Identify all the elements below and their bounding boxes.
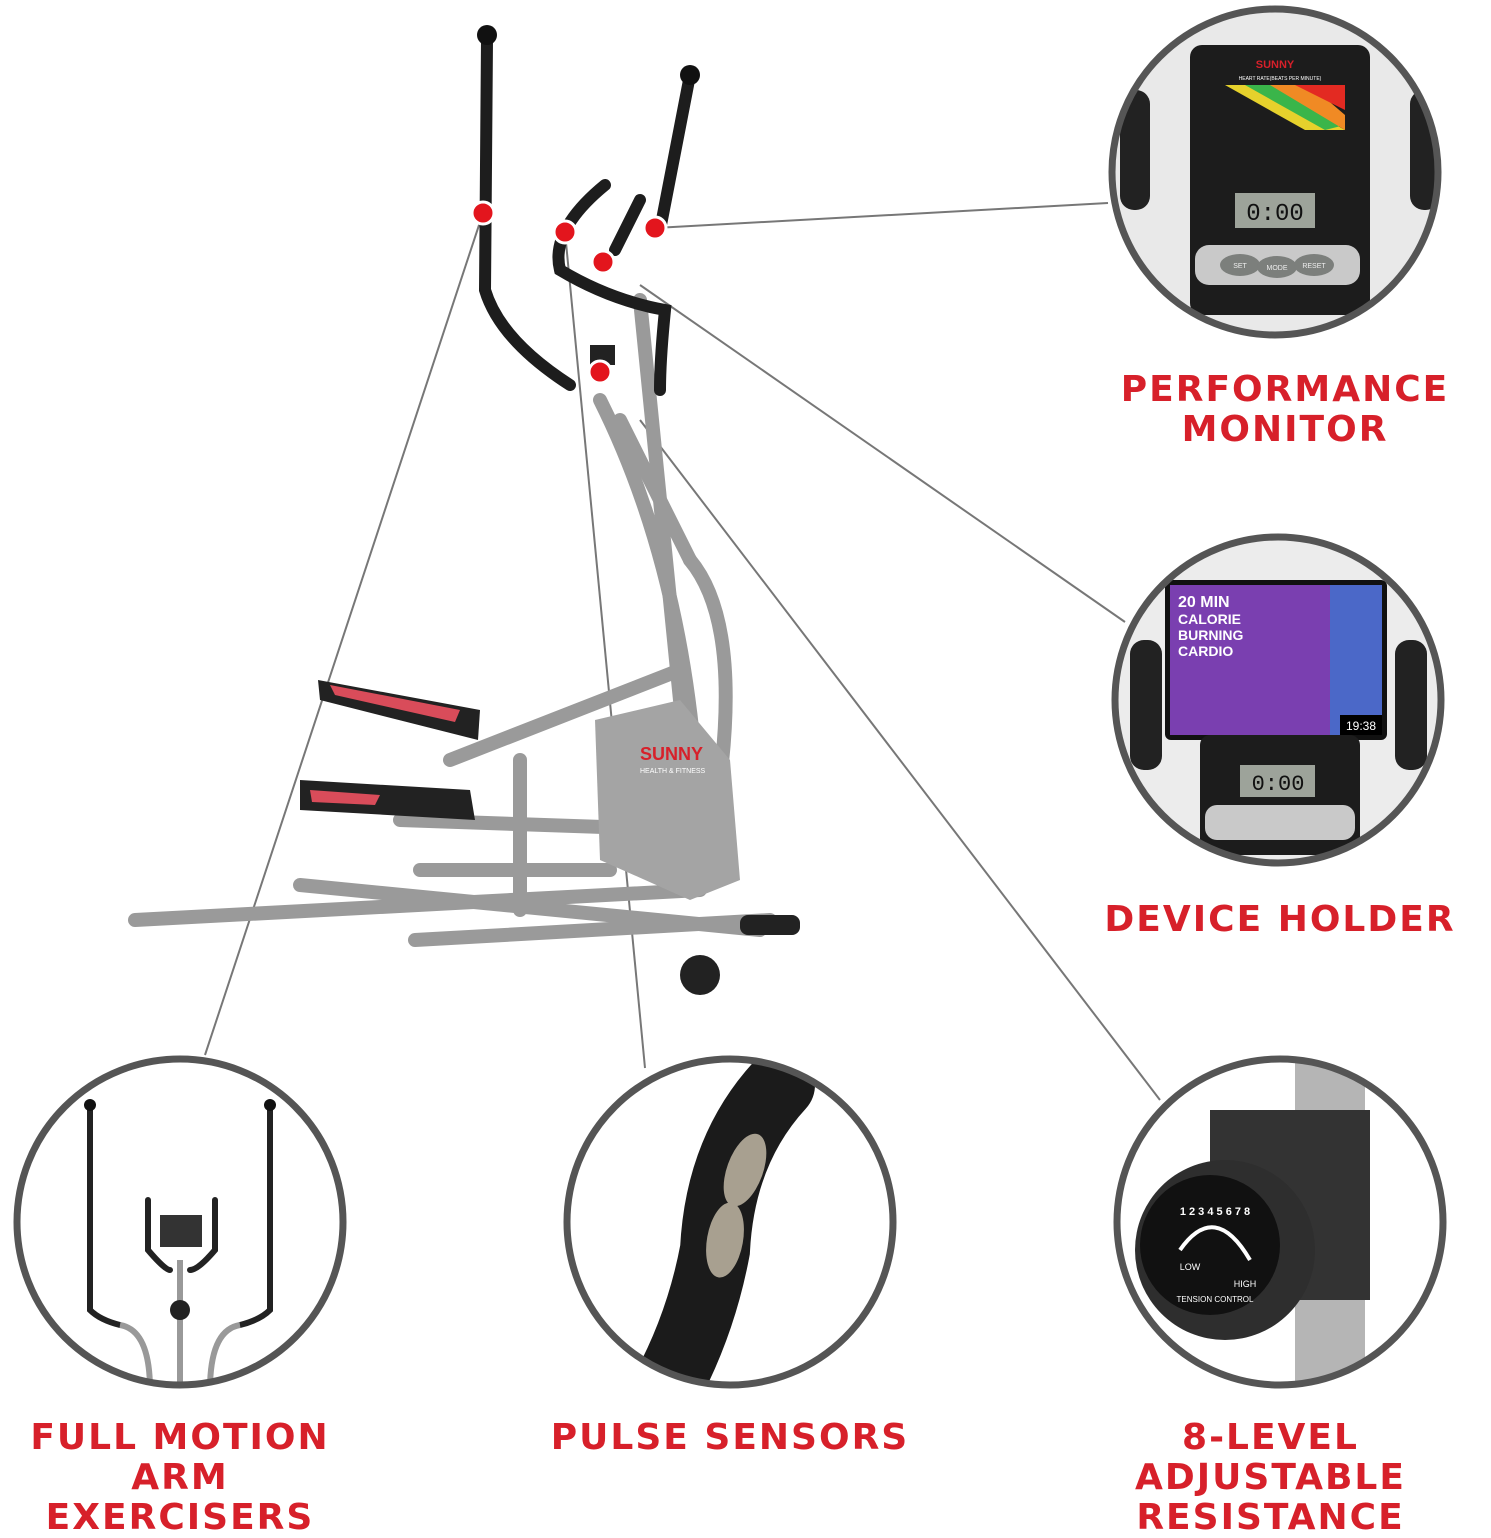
hotspots: [470, 200, 668, 385]
video-title-1: 20 MIN: [1178, 594, 1230, 611]
mode-button[interactable]: MODE: [1267, 265, 1288, 272]
device-holder-closeup: 20 MIN CALORIE BURNING CARDIO 19:38 0:00: [1111, 533, 1445, 867]
product-illustration: SUNNY HEALTH & FITNESS: [13, 5, 1447, 1389]
arm-exercisers-closeup: [13, 1055, 347, 1389]
label-line: DEVICE HOLDER: [1104, 899, 1456, 940]
brand-logo: SUNNY: [640, 744, 703, 764]
monitor-display: 0:00: [1246, 201, 1304, 228]
feature-label-arm-exercisers: FULL MOTION ARM EXERCISERS: [0, 1418, 360, 1538]
feature-label-resistance: 8-LEVEL ADJUSTABLE RESISTANCE: [1050, 1418, 1491, 1538]
elliptical-machine: SUNNY HEALTH & FITNESS: [128, 25, 800, 995]
hr-chart-title: HEART RATE(BEATS PER MINUTE): [1239, 76, 1322, 82]
holder-monitor-display: 0:00: [1252, 772, 1305, 797]
label-line: RESISTANCE: [1136, 1497, 1405, 1538]
hotspot-device[interactable]: [590, 249, 616, 275]
video-title-2: CALORIE: [1178, 611, 1241, 627]
pulse-sensors-closeup: [563, 1055, 897, 1389]
video-title-3: BURNING: [1178, 627, 1243, 643]
monitor-logo: SUNNY: [1256, 59, 1295, 71]
resistance-knob-closeup: 1 2 3 4 5 6 7 8 LOW HIGH TENSION CONTROL: [1113, 1055, 1447, 1389]
label-line: PULSE SENSORS: [550, 1417, 910, 1458]
knob-high: HIGH: [1234, 1279, 1257, 1289]
knob-low: LOW: [1180, 1262, 1201, 1272]
video-title-4: CARDIO: [1178, 643, 1233, 659]
knob-arrow-icon: [1178, 1225, 1252, 1262]
knob-caption: TENSION CONTROL: [1177, 1295, 1254, 1304]
feature-label-performance-monitor: PERFORMANCE MONITOR: [1100, 370, 1470, 450]
reset-button[interactable]: RESET: [1302, 263, 1326, 270]
set-button[interactable]: SET: [1233, 263, 1247, 270]
hotspot-arm[interactable]: [470, 200, 496, 226]
hotspot-resistance[interactable]: [587, 359, 613, 385]
label-line: ARM EXERCISERS: [45, 1457, 315, 1538]
label-line: PERFORMANCE: [1120, 369, 1450, 410]
video-duration: 19:38: [1346, 719, 1376, 733]
hotspot-pulse[interactable]: [552, 219, 578, 245]
performance-monitor-closeup: HEART RATE(BEATS PER MINUTE) SUNNY 0:00 …: [1108, 5, 1442, 339]
feature-label-device-holder: DEVICE HOLDER: [1090, 900, 1470, 940]
brand-tagline: HEALTH & FITNESS: [640, 768, 706, 775]
feature-label-pulse-sensors: PULSE SENSORS: [545, 1418, 915, 1458]
label-line: 8-LEVEL ADJUSTABLE: [1135, 1417, 1406, 1498]
label-line: MONITOR: [1181, 409, 1389, 450]
knob-levels: 1 2 3 4 5 6 7 8: [1180, 1206, 1250, 1218]
label-line: FULL MOTION: [30, 1417, 330, 1458]
hotspot-monitor[interactable]: [642, 215, 668, 241]
